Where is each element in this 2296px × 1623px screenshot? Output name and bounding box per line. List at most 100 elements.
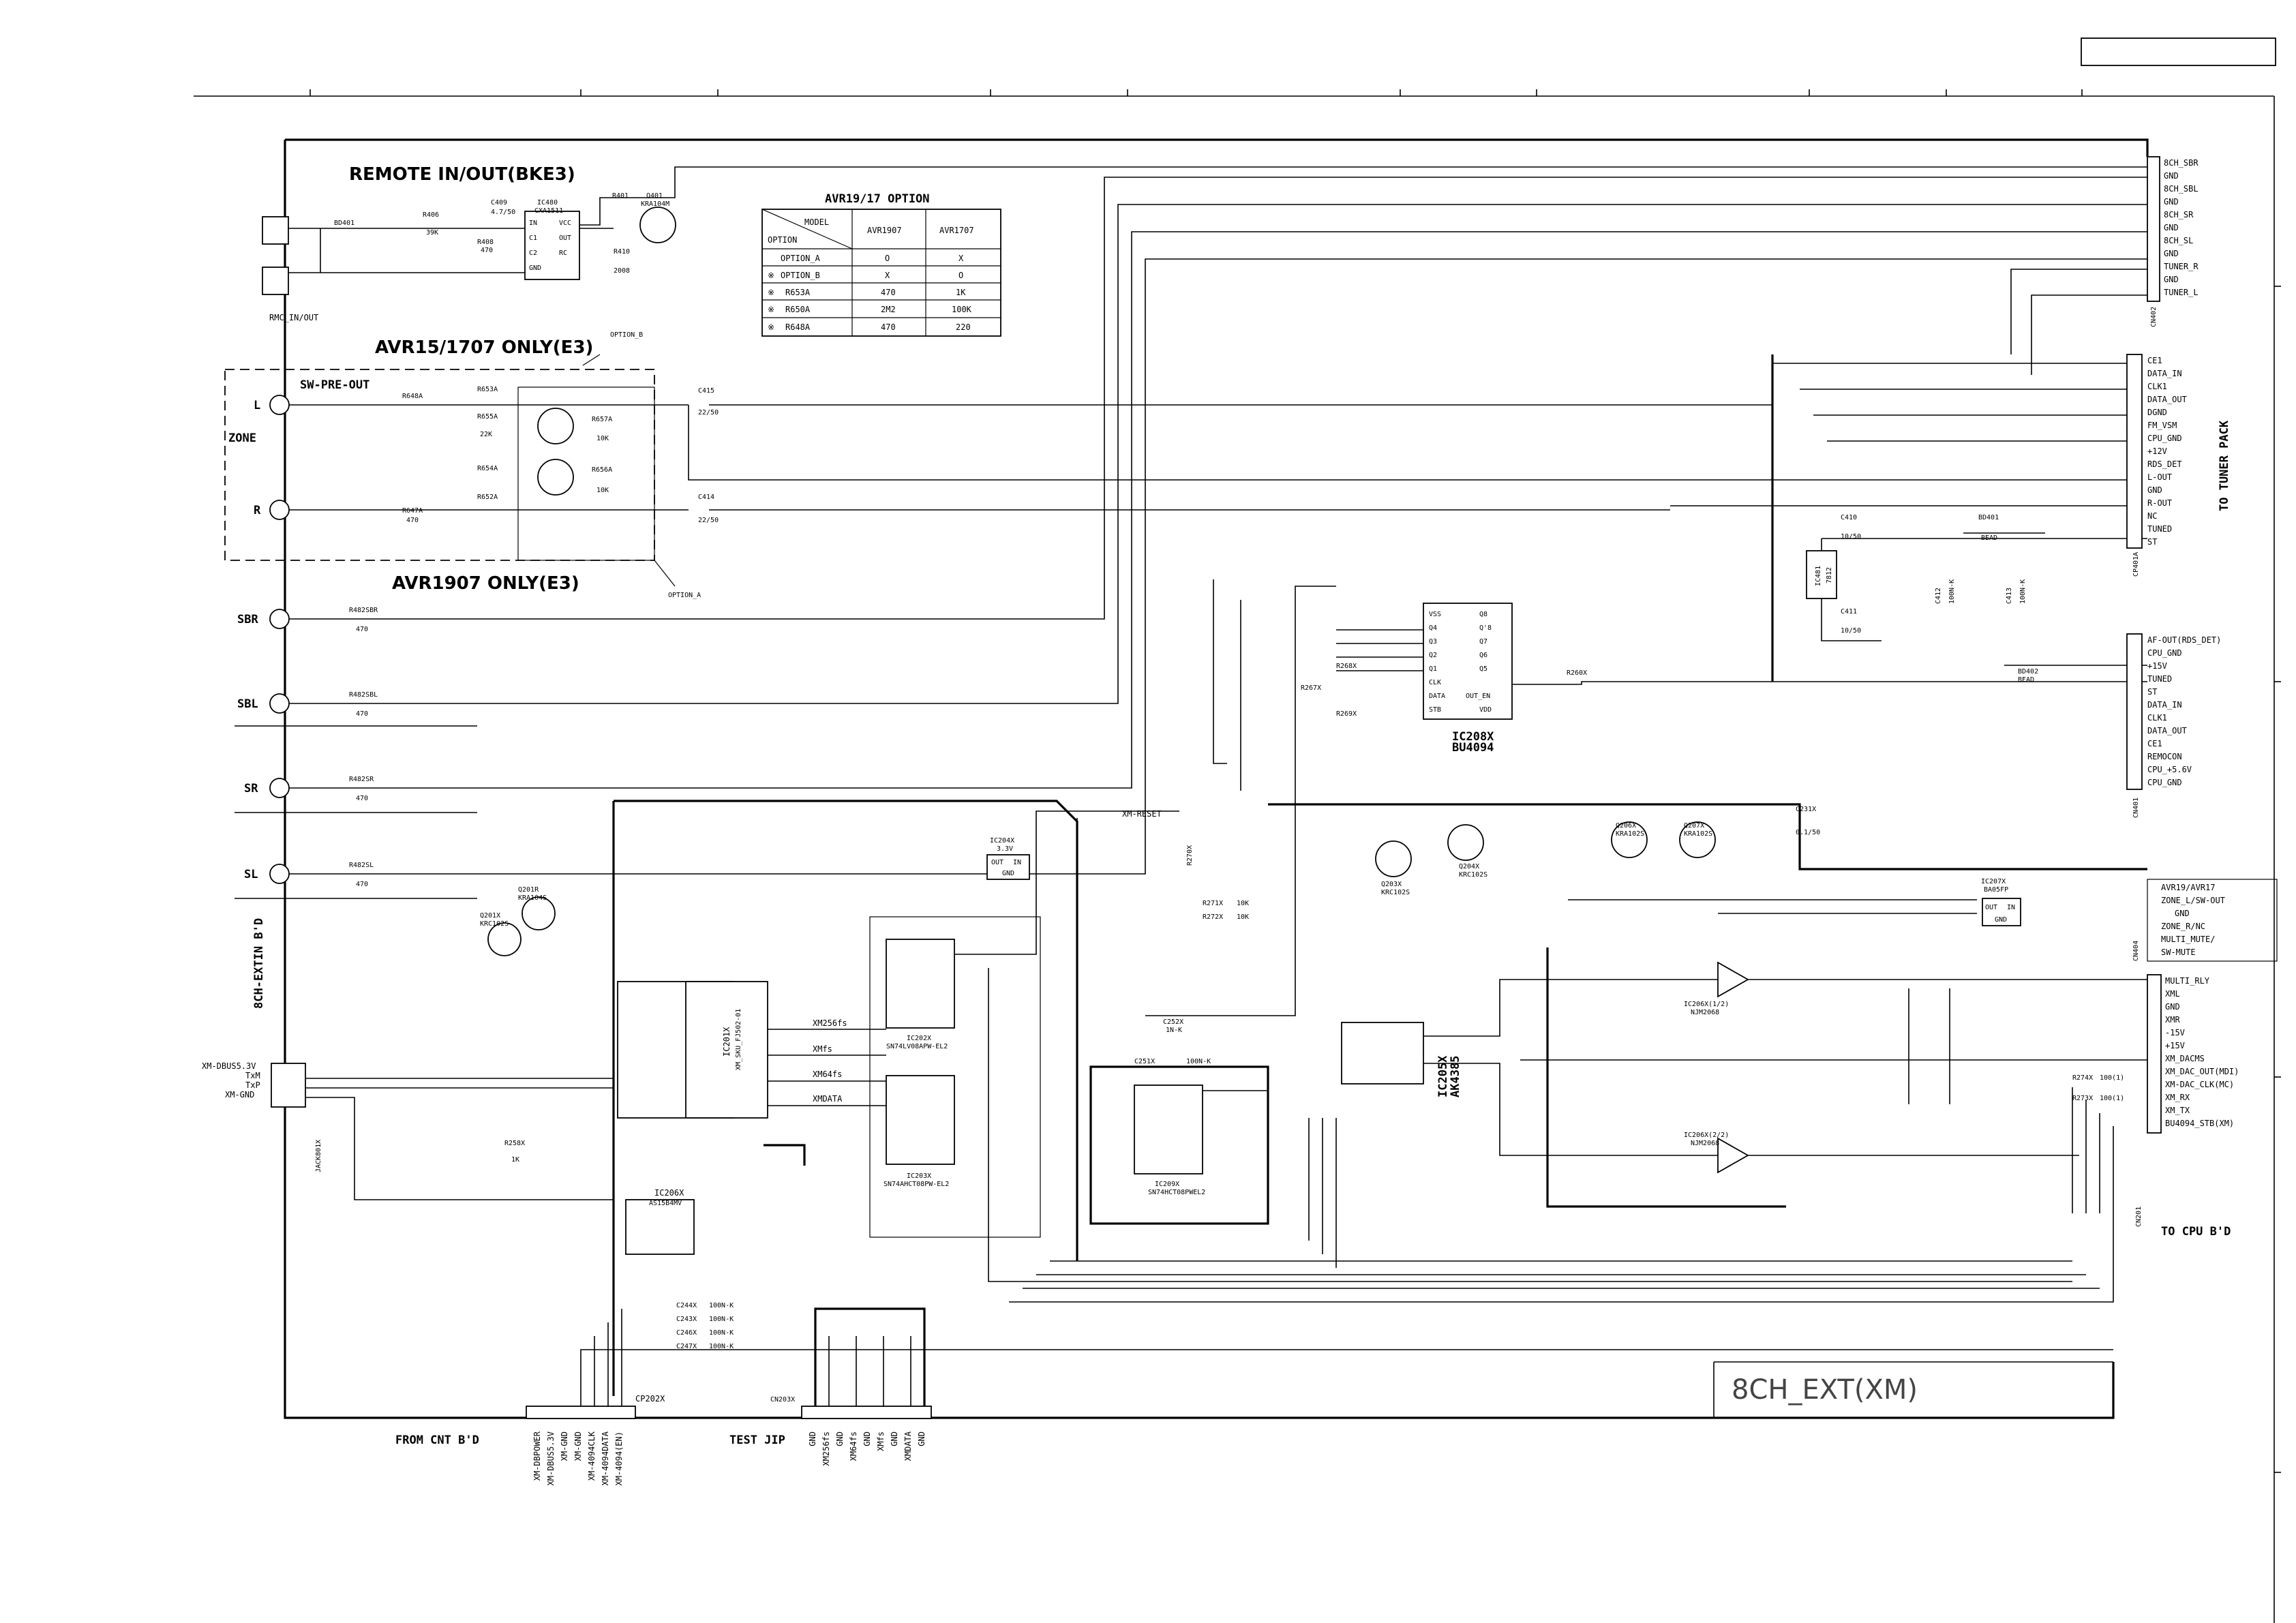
c252x-value: 1N-K (1166, 1027, 1182, 1034)
cn404-ref: CN404 (2132, 941, 2140, 961)
cn404-connector: CN404 AVR19/AVR17 ZONE_L/SW-OUT GND ZONE… (2132, 879, 2278, 962)
cn402-connector: CN402 8CH_SBR GND 8CH_SBL GND 8CH_SR GND… (2010, 156, 2199, 375)
signal-xmdata: XMDATA (813, 1094, 843, 1104)
ic207x-pin: OUT (1985, 904, 1997, 911)
r269x-label: R269X (1336, 710, 1357, 718)
r656a-value: 10K (596, 487, 609, 494)
cp202x-pin: XM-4094DATA (601, 1431, 610, 1485)
ic207x-pin: IN (2007, 904, 2015, 911)
ic208x-part: BU4094 (1452, 741, 1494, 755)
cn203x-pin: GND (890, 1431, 899, 1446)
ic204x: IC204X 3.3V OUT IN GND (986, 837, 1030, 880)
rmc-jack-1 (262, 216, 289, 245)
r482sl-label: R482SL (349, 862, 374, 869)
ic204x-ref: IC204X (990, 837, 1014, 845)
option-row-mark: ※ (768, 305, 774, 314)
xm-reset-label: XM-RESET (1122, 809, 1162, 819)
c414-label: C414 (698, 494, 714, 501)
input-SBR: SBR (237, 613, 258, 626)
cp401a-pin: NC (2147, 511, 2157, 521)
ic206x-2-opamp (1717, 1137, 1749, 1174)
cn203x-pin: XMDATA (903, 1431, 913, 1461)
from-cnt-label: FROM CNT B'D (395, 1434, 479, 1447)
c252x-label: C252X (1163, 1018, 1183, 1026)
ic209x-part: SN74HCT08PWEL2 (1148, 1189, 1205, 1196)
jack-SR (269, 778, 290, 798)
ic208x-left-pin: STB (1429, 706, 1441, 714)
cn404-header: ZONE_R/NC (2161, 922, 2205, 931)
jack-R (269, 500, 290, 520)
extin-label: 8CH-EXTIN B'D (252, 918, 266, 1009)
cp401a-pin: ST (2147, 537, 2157, 547)
switching-transistors: XM-RESET Q203X KRC102S Q204X KRC102S Q20… (1122, 806, 1820, 921)
beads: BD401 BEAD BD402 BEAD (1963, 514, 2147, 684)
ic208x-right-pin: Q'8 (1479, 624, 1492, 632)
ic208x-box (1423, 603, 1513, 720)
option-row-b: 100K (952, 305, 972, 314)
c410-label: C410 (1841, 514, 1857, 521)
cp401a-connector: CP401A CE1 DATA_IN CLK1 DATA_OUT DGND FM… (688, 354, 2187, 577)
cn203x-connector: CN203X GND XM256fs GND XM64fs GND XMfs G… (770, 1307, 932, 1466)
test-jip-label: TEST JIP (729, 1434, 785, 1447)
r274x-label: R274X (2072, 1074, 2093, 1082)
r258x-label: R258X (504, 1140, 525, 1147)
input-R: R (254, 504, 261, 517)
option-table-header-model: MODEL (804, 217, 829, 227)
ic202x-part: SN74LV08APW-EL2 (886, 1043, 948, 1050)
ic203x-part: SN74AHCT08PW-EL2 (883, 1181, 949, 1188)
jack-SL (269, 864, 290, 884)
ic206x-1-opamp (1717, 961, 1749, 998)
bottom-caps: C244X 100N-K C243X 100N-K C246X 100N-K C… (676, 1302, 734, 1350)
sheet-title-box: 8CH_EXT(XM) (1713, 1361, 2113, 1418)
cn402-pin: 8CH_SBR (2164, 158, 2199, 168)
ic205x-ref: IC205X (1436, 1055, 1450, 1097)
r406-label: R406 (423, 211, 439, 219)
top-ruler-ticks (309, 89, 2083, 96)
cn201-pin: XMR (2165, 1015, 2180, 1025)
cp401a-pin: RDS_DET (2147, 459, 2182, 469)
c244x-label: C244X (676, 1302, 697, 1309)
ic208x-ref: IC208X (1452, 730, 1494, 744)
cn401-connector: CN401 AF-OUT(RDS_DET) CPU_GND +15V TUNED… (2126, 633, 2221, 818)
q207x-part: KRA102S (1684, 830, 1712, 838)
r656a-label: R656A (592, 466, 612, 474)
cn401-pin: DATA_IN (2147, 700, 2182, 710)
ic202x-outline (869, 916, 1041, 1238)
q206x-symbol (1611, 821, 1648, 858)
r401-label: R401 (612, 192, 629, 200)
bd401-tuner-label: BD401 (1978, 514, 1999, 521)
cn401-box (2126, 633, 2143, 790)
ic206x-ref: IC206X (654, 1188, 684, 1198)
cp202x-pin: XM-DBUS5.3V (546, 1431, 556, 1485)
c251x-label: C251X (1134, 1058, 1155, 1065)
c231x-label: C231X (1796, 806, 1816, 813)
c411-label: C411 (1841, 608, 1857, 616)
option-b-arrow (582, 354, 601, 366)
r652a-label: R652A (477, 494, 498, 501)
cn201-connector: CN201 MULTI_RLY XML GND XMR -15V +15V XM… (1009, 974, 2239, 1303)
input-SBL: SBL (237, 697, 258, 711)
to-tuner-label: TO TUNER PACK (2218, 420, 2231, 511)
bd401-label: BD401 (334, 219, 354, 227)
q201r-part: KRA104S (518, 894, 547, 902)
ic208x-right-pin: Q5 (1479, 665, 1487, 673)
option-row-mark: ※ (768, 271, 774, 280)
xm-left-pin: TxP (245, 1080, 260, 1090)
cn404-header: SW-MUTE (2161, 947, 2196, 957)
cp202x-box (526, 1406, 636, 1419)
cp202x-pin: XM-DBPOWER (532, 1431, 542, 1481)
q401-part: KRA104M (641, 200, 669, 208)
option-row-mark: ※ (768, 322, 774, 332)
ic204x-pin: GND (1002, 870, 1014, 877)
c243x-value: 100N-K (709, 1316, 734, 1323)
c246x-label: C246X (676, 1329, 697, 1337)
cn401-pin: DATA_OUT (2147, 726, 2187, 735)
logic-gates: IC202X SN74LV08APW-EL2 IC203X SN74AHCT08… (869, 810, 1269, 1238)
ic208x-left-pin: Q2 (1429, 652, 1437, 659)
q203x-symbol (1375, 840, 1412, 877)
signal-xmfs: XMfs (813, 1044, 832, 1054)
cn401-pin: CPU_GND (2147, 778, 2182, 787)
right-ruler-ticks (2274, 286, 2281, 1473)
cn201-pin: BU4094_STB(XM) (2165, 1119, 2234, 1128)
